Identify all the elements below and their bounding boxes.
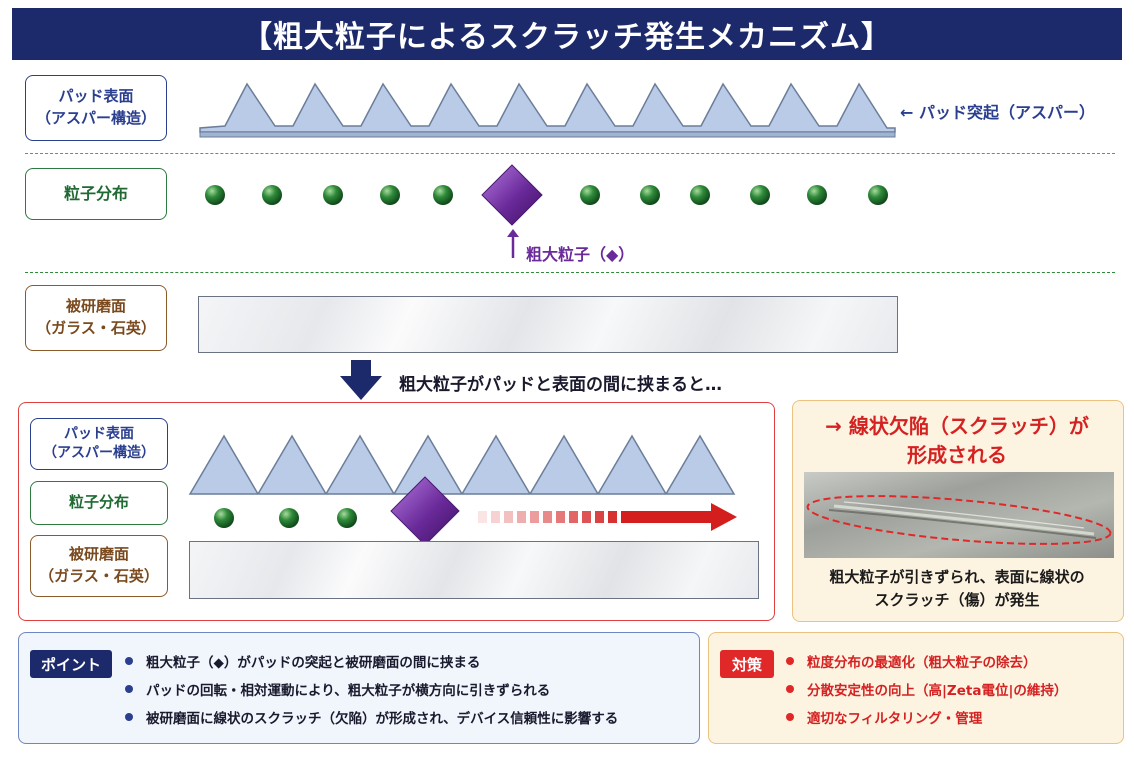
coarse-particle-diamond <box>481 164 543 226</box>
label-workpiece-line1: 被研磨面 <box>65 297 126 316</box>
particle-row-top <box>205 164 888 226</box>
label-pad2-line2: （アスパー構造） <box>43 445 155 461</box>
label-particle-distribution: 粒子分布 <box>25 168 167 220</box>
pad-surface-bottom <box>188 434 736 495</box>
coarse-particle-diamond-2 <box>390 476 460 545</box>
particle-row-bottom <box>214 476 737 545</box>
separator-1 <box>25 153 1115 154</box>
label-particle-distribution-2: 粒子分布 <box>30 481 168 525</box>
label-pad-surface: パッド表面 （アスパー構造） <box>25 75 167 141</box>
measure-item: 分散安定性の向上（高|Zeta電位|の維持） <box>786 675 1067 703</box>
particles-normal <box>205 185 888 205</box>
measure-item: 粒度分布の最適化（粗大粒子の除去） <box>786 647 1067 675</box>
label-workpiece2-line1: 被研磨面 <box>68 545 129 564</box>
drag-arrow <box>478 503 737 531</box>
bullet-dot <box>125 713 133 721</box>
result-heading: → 線状欠陥（スクラッチ）が 形成される <box>792 412 1122 470</box>
measures-list: 粒度分布の最適化（粗大粒子の除去） 分散安定性の向上（高|Zeta電位|の維持）… <box>786 647 1067 731</box>
bullet-dot <box>786 657 794 665</box>
label-workpiece-2: 被研磨面 （ガラス・石英） <box>30 535 168 597</box>
point-item-text: 粗大粒子（◆）がパッドの突起と被研磨面の間に挟まる <box>146 655 481 671</box>
workpiece-plate-bottom <box>189 541 759 599</box>
label-workpiece: 被研磨面 （ガラス・石英） <box>25 285 167 351</box>
bullet-dot <box>786 713 794 721</box>
label-workpiece2-line2: （ガラス・石英） <box>39 567 159 585</box>
workpiece-plate-top <box>198 296 898 353</box>
label-pad-surface-2: パッド表面 （アスパー構造） <box>30 418 168 470</box>
point-tag: ポイント <box>30 650 112 678</box>
measure-item-text: 粒度分布の最適化（粗大粒子の除去） <box>807 655 1037 671</box>
bullet-dot <box>125 685 133 693</box>
measures-box <box>708 632 1124 744</box>
page-title: 【粗大粒子によるスクラッチ発生メカニズム】 <box>12 8 1122 60</box>
result-caption-line1: 粗大粒子が引きずられ、表面に線状の <box>829 568 1085 586</box>
down-arrow-icon <box>340 360 382 400</box>
coarse-particle-note: 粗大粒子（◆） <box>526 245 635 264</box>
label-pad2-line1: パッド表面 <box>64 426 134 443</box>
coarse-arrow-icon <box>507 229 519 258</box>
result-caption-line2: スクラッチ（傷）が発生 <box>874 591 1040 610</box>
bullet-dot <box>786 685 794 693</box>
scratch-photo <box>804 472 1114 558</box>
label-pad-line2: （アスパー構造） <box>35 109 156 127</box>
label-particles2-text: 粒子分布 <box>68 493 129 512</box>
result-heading-line2: 形成される <box>907 443 1007 467</box>
point-item-text: 被研磨面に線状のスクラッチ（欠陥）が形成され、デバイス信頼性に影響する <box>146 711 619 727</box>
measure-item-text: 適切なフィルタリング・管理 <box>807 711 983 727</box>
point-list: 粗大粒子（◆）がパッドの突起と被研磨面の間に挟まる パッドの回転・相対運動により… <box>125 647 618 731</box>
transition-text: 粗大粒子がパッドと表面の間に挟まると… <box>399 375 722 395</box>
result-caption: 粗大粒子が引きずられ、表面に線状の スクラッチ（傷）が発生 <box>792 566 1122 613</box>
measure-item: 適切なフィルタリング・管理 <box>786 703 1067 731</box>
label-pad-line1: パッド表面 <box>58 87 134 106</box>
separator-2 <box>25 272 1115 273</box>
bullet-dot <box>125 657 133 665</box>
measures-tag: 対策 <box>720 650 774 678</box>
label-particles-text: 粒子分布 <box>63 184 128 204</box>
result-heading-line1: → 線状欠陥（スクラッチ）が <box>825 414 1089 438</box>
label-workpiece-line2: （ガラス・石英） <box>36 319 156 337</box>
pad-surface-top <box>199 82 896 138</box>
point-item: 被研磨面に線状のスクラッチ（欠陥）が形成され、デバイス信頼性に影響する <box>125 703 618 731</box>
point-item: 粗大粒子（◆）がパッドの突起と被研磨面の間に挟まる <box>125 647 618 675</box>
point-item-text: パッドの回転・相対運動により、粗大粒子が横方向に引きずられる <box>146 683 551 699</box>
asperity-note: ← パッド突起（アスパー） <box>900 103 1095 122</box>
mechanism-panel <box>18 402 775 621</box>
point-item: パッドの回転・相対運動により、粗大粒子が横方向に引きずられる <box>125 675 618 703</box>
measure-item-text: 分散安定性の向上（高|Zeta電位|の維持） <box>807 683 1068 699</box>
